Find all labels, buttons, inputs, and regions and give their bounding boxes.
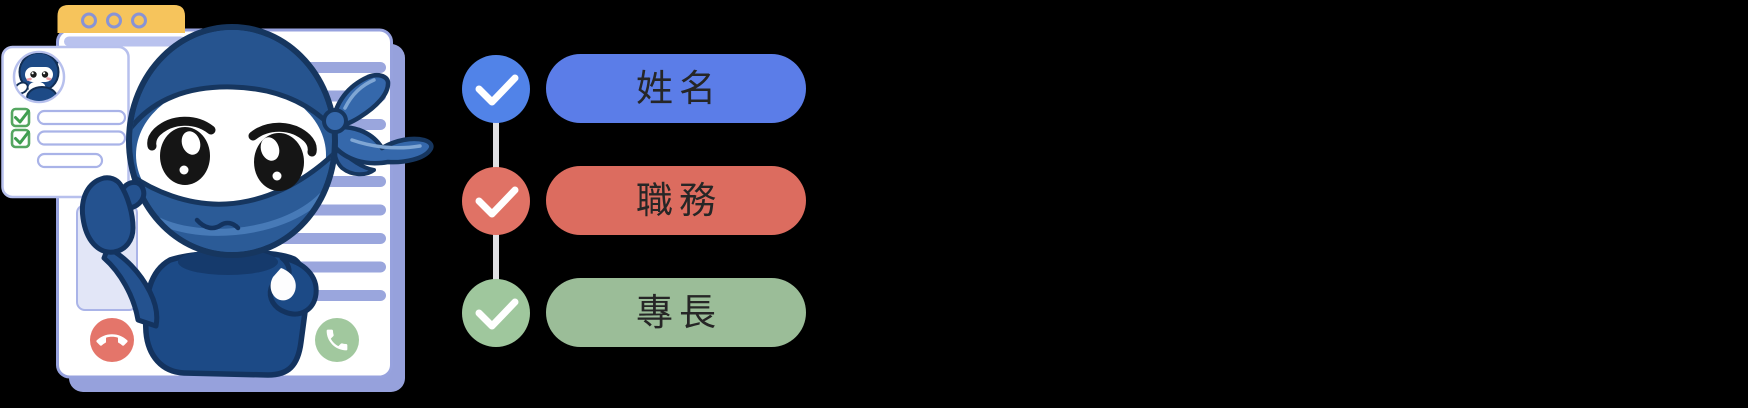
ninja-left-arm xyxy=(79,175,160,329)
phone-accept-icon xyxy=(326,329,348,351)
ninja-mascot-illustration xyxy=(1,5,434,392)
checkbox-icon xyxy=(10,107,31,128)
ninja-mascot xyxy=(79,24,434,378)
label-pill: 專長 xyxy=(546,278,806,347)
ninja-eyes xyxy=(147,116,317,191)
window-dot-icon xyxy=(106,12,122,29)
check-circle xyxy=(462,55,530,123)
label-pill: 姓名 xyxy=(546,54,806,123)
check-circle xyxy=(462,279,530,347)
ninja-smile xyxy=(194,217,241,231)
bandana-knot xyxy=(322,108,348,134)
field-line xyxy=(36,130,127,146)
pill-label: 姓名 xyxy=(636,68,722,109)
mini-ninja-avatar xyxy=(15,53,63,101)
checkbox-row xyxy=(10,128,127,149)
window-dot-icon xyxy=(131,12,147,29)
contact-card xyxy=(1,45,130,199)
window-dot-icon xyxy=(81,12,97,29)
label-pill: 職務 xyxy=(546,166,806,235)
check-icon xyxy=(475,298,519,330)
browser-tab xyxy=(57,5,185,33)
ninja-hood xyxy=(132,30,332,135)
checkbox-row xyxy=(10,107,127,128)
check-icon xyxy=(475,186,519,218)
field-line xyxy=(36,109,127,126)
check-circle xyxy=(462,167,530,235)
field-line xyxy=(36,152,104,169)
ninja-head xyxy=(126,24,348,258)
check-icon xyxy=(475,74,519,106)
checkbox-icon xyxy=(10,128,31,149)
pill-label: 職務 xyxy=(636,180,722,221)
phone-decline-icon xyxy=(96,334,128,346)
window-toolbar-bar xyxy=(64,36,186,47)
ninja-body xyxy=(142,249,319,378)
pill-label: 專長 xyxy=(636,292,722,333)
accept-call-button xyxy=(315,318,359,362)
decline-call-button xyxy=(90,318,134,362)
